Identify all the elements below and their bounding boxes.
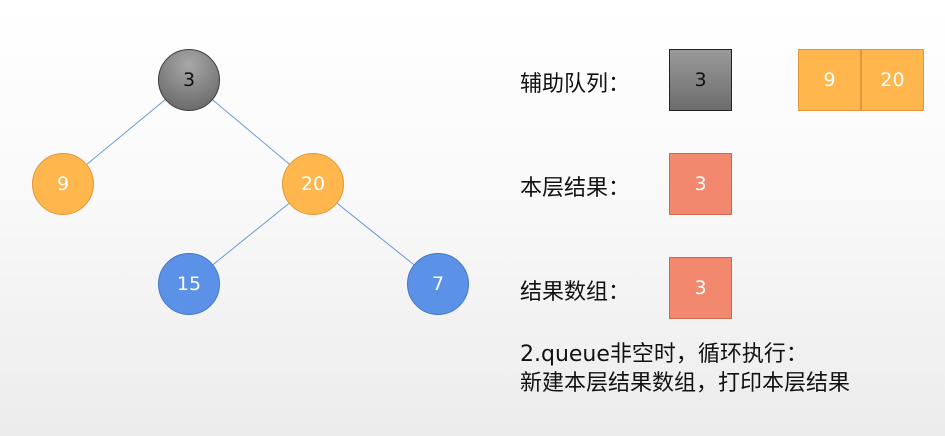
queue-cell-value: 3 [694, 69, 707, 91]
tree-node-value: 7 [431, 273, 445, 295]
queue-current-cell: 3 [669, 49, 732, 111]
queue-label: 辅助队列： [520, 72, 631, 97]
tree-node-left: 9 [32, 153, 94, 215]
tree-node-right-right: 7 [407, 253, 469, 315]
step-description: 2.queue非空时，循环执行： 新建本层结果数组，打印本层结果 [520, 340, 850, 398]
tree-node-right-left: 15 [158, 253, 220, 315]
tree-node-right: 20 [282, 153, 344, 215]
queue-cell-value: 9 [823, 69, 836, 91]
result-array-label: 结果数组： [520, 280, 631, 305]
queue-pending-cell: 20 [861, 49, 924, 111]
step-line-2: 新建本层结果数组，打印本层结果 [520, 371, 851, 396]
queue-pending-cell: 9 [798, 49, 861, 111]
level-result-value: 3 [694, 173, 707, 195]
result-array-cell: 3 [669, 257, 732, 319]
queue-cell-value: 20 [880, 69, 905, 91]
result-array-value: 3 [694, 277, 707, 299]
tree-node-root: 3 [158, 49, 220, 111]
level-result-cell: 3 [669, 153, 732, 215]
level-result-label: 本层结果： [520, 176, 631, 201]
tree-node-value: 15 [176, 273, 202, 295]
step-line-1: 2.queue非空时，循环执行： [520, 342, 808, 367]
tree-node-value: 3 [182, 69, 196, 91]
tree-node-value: 9 [56, 173, 70, 195]
tree-node-value: 20 [300, 173, 326, 195]
